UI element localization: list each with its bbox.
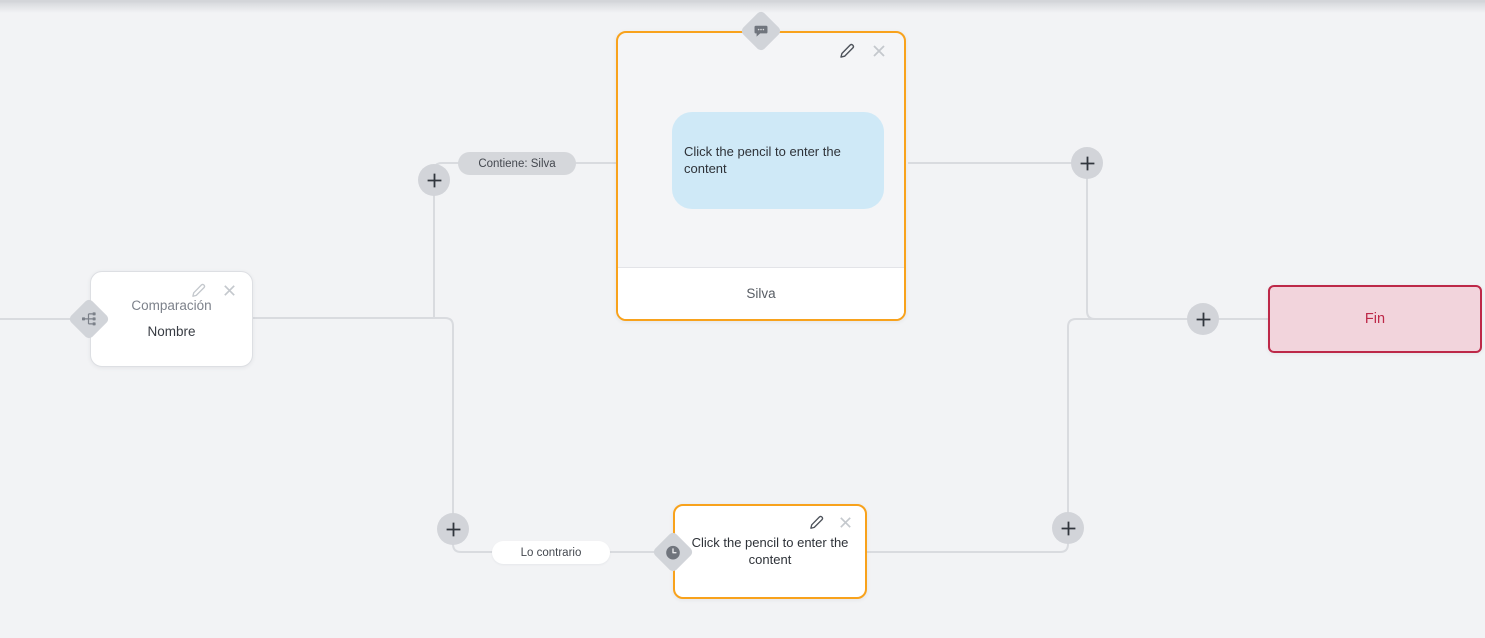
pencil-icon[interactable] (191, 283, 206, 298)
message-node[interactable]: Click the pencil to enter the content Si… (616, 9, 906, 321)
wire-delay-to-end (867, 318, 1268, 553)
plus-icon (427, 173, 441, 187)
comparison-node-port[interactable] (67, 297, 111, 341)
end-node-label: Fin (1364, 311, 1386, 327)
branch-icon (82, 312, 96, 326)
add-node-button[interactable] (418, 164, 450, 196)
comparison-node-title: Comparación (131, 298, 212, 313)
add-node-button[interactable] (1052, 512, 1084, 544)
wire-comparison-to-delay (253, 317, 656, 553)
end-node[interactable]: Fin (1268, 285, 1482, 353)
close-icon[interactable] (222, 283, 237, 298)
delay-placeholder-text: Click the pencil to enter the content (691, 534, 849, 567)
add-node-button[interactable] (437, 513, 469, 545)
plus-icon (1080, 156, 1094, 170)
add-node-button[interactable] (1071, 147, 1103, 179)
pencil-icon[interactable] (839, 43, 855, 59)
wire-message-merge (1086, 163, 1110, 320)
pencil-icon[interactable] (809, 515, 824, 530)
wire-comparison-to-message (433, 162, 616, 318)
message-node-footer: Silva (618, 267, 904, 319)
plus-icon (1061, 521, 1075, 535)
close-icon[interactable] (838, 515, 853, 530)
delay-node-port[interactable] (651, 530, 695, 573)
message-placeholder-text: Click the pencil to enter the content (684, 144, 841, 176)
message-preview-bubble: Click the pencil to enter the content (672, 112, 884, 209)
plus-icon (446, 522, 460, 536)
delay-node[interactable]: Click the pencil to enter the content (651, 504, 867, 599)
edge-label-text: Lo contrario (520, 546, 582, 559)
edge-label-condition-false[interactable]: Lo contrario (492, 541, 610, 564)
comparison-node[interactable]: Comparación Nombre (67, 271, 253, 367)
add-node-button[interactable] (1187, 303, 1219, 335)
edge-label-condition-true[interactable]: Contiene: Silva (458, 152, 576, 175)
message-node-name: Silva (746, 286, 776, 301)
plus-icon (1196, 312, 1210, 326)
chat-bubble-icon (754, 25, 768, 37)
comparison-node-subtitle: Nombre (147, 324, 196, 339)
clock-icon (666, 544, 680, 559)
message-node-port[interactable] (739, 9, 783, 53)
close-icon[interactable] (871, 43, 887, 59)
edge-label-text: Contiene: Silva (478, 157, 556, 170)
